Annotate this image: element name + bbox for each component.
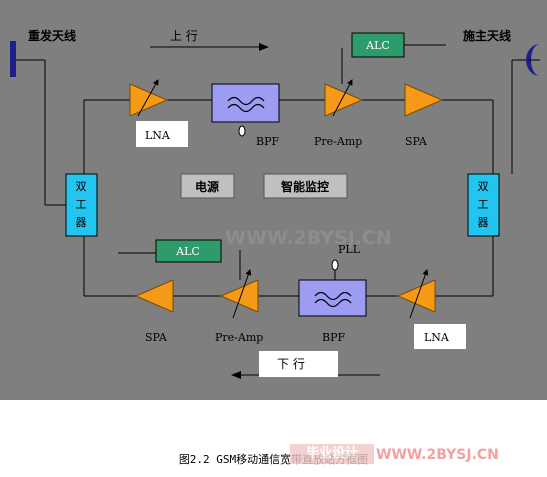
pll-port xyxy=(331,259,339,271)
bpf-top-filter xyxy=(211,83,280,123)
donor-antenna-label: 施主天线 xyxy=(463,28,511,43)
duplexer-right xyxy=(467,173,500,237)
preamp-top-gain-arrow xyxy=(332,79,353,117)
site-logo-watermark: 毕业设计 xyxy=(290,444,374,464)
downlink-label: 下 行 xyxy=(277,357,305,371)
center-watermark: WWW.2BYSJ.CN xyxy=(225,227,392,249)
smart-monitor-block xyxy=(263,173,348,199)
bpf-bottom-wave-icon-2 xyxy=(314,298,352,308)
alc-top-block xyxy=(351,32,405,58)
preamp-top-amplifier xyxy=(324,83,364,117)
bpf-bottom-filter xyxy=(298,279,367,317)
lna-bottom-gain-arrow xyxy=(409,269,429,319)
bpf-top-port xyxy=(238,125,246,137)
alc-top-label: ALC xyxy=(365,39,390,52)
donor-antenna-icon xyxy=(526,44,540,76)
duplexer-left-label-1: 双 xyxy=(76,180,87,193)
lna-top-label: LNA xyxy=(145,129,171,142)
pll-label: PLL xyxy=(338,243,361,256)
bpf-top-wave-icon xyxy=(227,96,265,106)
spa-top-label: SPA xyxy=(405,135,428,148)
lna-bottom-label: LNA xyxy=(424,331,450,344)
diagram-canvas: 上 行 下 行 重发天线 施主天线 双 工 器 双 工 器 LNA BPF Pr… xyxy=(0,0,547,400)
duplexer-right-label-1: 双 xyxy=(478,180,489,193)
footer-watermark: WWW.2BYSJ.CN xyxy=(376,447,499,463)
bpf-top-wave-icon-2 xyxy=(227,103,265,113)
bpf-top-label: BPF xyxy=(256,135,279,148)
preamp-bottom-amplifier xyxy=(219,279,259,313)
spa-bottom-label: SPA xyxy=(145,331,168,344)
lna-top-label-box xyxy=(136,121,188,147)
uplink-label: 上 行 xyxy=(170,29,198,43)
alc-bottom-block xyxy=(155,239,222,263)
duplexer-left-label-3: 器 xyxy=(76,216,87,229)
downlink-label-box xyxy=(259,351,338,377)
lna-bottom-label-box xyxy=(414,324,466,349)
lna-top-gain-arrow xyxy=(137,79,159,117)
duplexer-right-label-3: 器 xyxy=(478,216,489,229)
duplexer-left-label-2: 工 xyxy=(76,198,87,211)
power-supply-label: 电源 xyxy=(195,179,219,194)
preamp-bottom-label: Pre-Amp xyxy=(215,331,263,344)
smart-monitor-label: 智能监控 xyxy=(280,179,329,194)
retransmit-antenna-icon xyxy=(10,41,16,77)
alc-bottom-label: ALC xyxy=(175,245,200,258)
bpf-bottom-wave-icon xyxy=(314,291,352,301)
bpf-bottom-label: BPF xyxy=(322,331,345,344)
spa-bottom-amplifier xyxy=(134,279,174,313)
signal-wiring xyxy=(16,44,528,297)
lna-top-amplifier xyxy=(129,83,169,117)
lna-bottom-amplifier xyxy=(396,279,436,313)
preamp-top-label: Pre-Amp xyxy=(314,135,362,148)
block-diagram: 上 行 下 行 重发天线 施主天线 双 工 器 双 工 器 LNA BPF Pr… xyxy=(10,28,540,379)
power-supply-block xyxy=(180,173,235,199)
duplexer-right-label-2: 工 xyxy=(478,198,489,211)
spa-top-amplifier xyxy=(404,83,444,117)
preamp-bottom-gain-arrow xyxy=(232,269,252,319)
retransmit-antenna-label: 重发天线 xyxy=(28,28,76,43)
duplexer-left xyxy=(65,173,98,237)
